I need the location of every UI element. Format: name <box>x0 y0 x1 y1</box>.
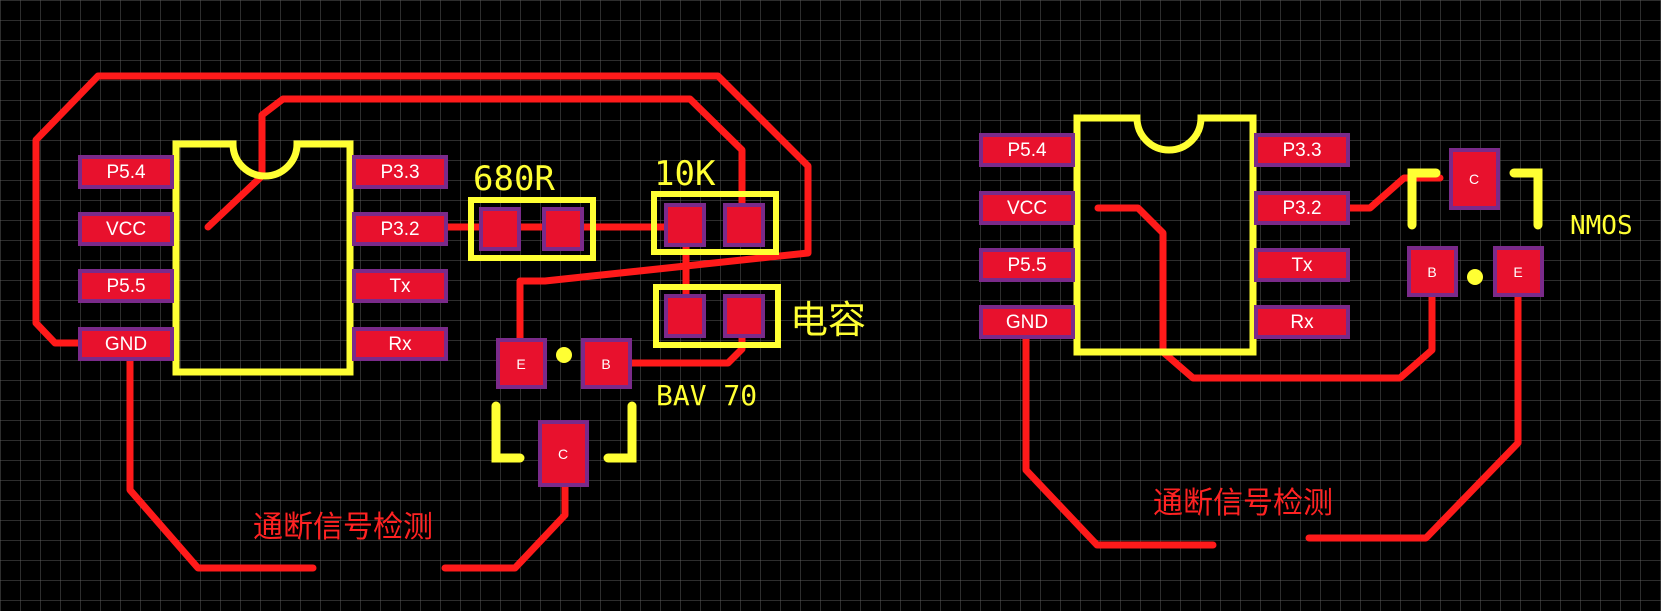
resistor2-pad-2[interactable] <box>723 203 765 247</box>
pad-e[interactable] <box>496 338 547 389</box>
pin-label: P3.2 <box>380 219 419 240</box>
silk-bracket-right <box>603 401 637 463</box>
pin-label: P5.4 <box>106 162 146 183</box>
pad-c[interactable] <box>538 420 589 487</box>
right-board: P5.4 VCC P5.5 GND P3.3 P3.2 <box>979 114 1633 549</box>
right-chip-pin-4[interactable]: GND <box>979 305 1075 339</box>
capacitor-pad-1[interactable] <box>664 294 706 338</box>
pin-label: Rx <box>1290 312 1314 333</box>
pad-e[interactable] <box>1493 246 1544 297</box>
right-traces <box>1022 174 1522 549</box>
pin1-marker <box>556 347 572 363</box>
left-chip-pin-3[interactable]: P5.5 <box>78 269 174 303</box>
nmos-label: NMOS <box>1570 211 1633 241</box>
pin-label: P3.3 <box>1282 140 1321 161</box>
silk-bracket-left <box>1407 168 1441 230</box>
left-chip-outline <box>172 140 354 376</box>
pad-b[interactable] <box>581 338 632 389</box>
silk-bracket-left <box>491 401 525 463</box>
right-chip-pin-8[interactable]: P3.3 <box>1254 133 1350 167</box>
right-chip-pin-6[interactable]: Tx <box>1254 248 1350 282</box>
right-chip: P5.4 VCC P5.5 GND P3.3 P3.2 <box>979 114 1350 356</box>
resistor-label: 680R <box>473 159 555 199</box>
right-chip-pin-5[interactable]: Rx <box>1254 305 1350 339</box>
pin-label: Tx <box>1291 255 1313 276</box>
left-chip-pin-1[interactable]: P5.4 <box>78 155 174 189</box>
left-chip-pin-8[interactable]: P3.3 <box>352 155 448 189</box>
nmos-transistor[interactable]: C B E NMOS <box>1407 148 1633 297</box>
pin-label: P5.5 <box>106 276 145 297</box>
pin-label: GND <box>1006 312 1048 333</box>
pin-label: P5.5 <box>1007 255 1046 276</box>
pin-label: Tx <box>389 276 411 297</box>
resistor2-pad-1[interactable] <box>664 203 706 247</box>
right-chip-outline <box>1073 114 1257 356</box>
pin-label: VCC <box>106 219 146 240</box>
pin-label: P3.3 <box>380 162 419 183</box>
left-chip-pin-7[interactable]: P3.2 <box>352 212 448 246</box>
left-chip-pin-2[interactable]: VCC <box>78 212 174 246</box>
right-chip-pin-3[interactable]: P5.5 <box>979 248 1075 282</box>
left-chip-pin-5[interactable]: Rx <box>352 327 448 361</box>
right-chip-pin-7[interactable]: P3.2 <box>1254 191 1350 225</box>
pad-label: B <box>1427 264 1436 280</box>
pin-label: VCC <box>1007 198 1047 219</box>
pad-label: C <box>558 446 568 462</box>
right-caption: 通断信号检测 <box>1153 486 1333 521</box>
left-chip-pin-4[interactable]: GND <box>78 327 174 361</box>
pad-c[interactable] <box>1449 148 1500 210</box>
diode-label: BAV 70 <box>656 379 757 412</box>
left-caption: 通断信号检测 <box>253 510 433 545</box>
left-chip-pin-6[interactable]: Tx <box>352 269 448 303</box>
resistor2-label: 10K <box>654 154 716 194</box>
pin-label: GND <box>105 334 147 355</box>
pin1-marker <box>1467 269 1483 285</box>
resistor-pad-1[interactable] <box>479 207 521 251</box>
right-chip-pin-2[interactable]: VCC <box>979 191 1075 225</box>
right-chip-pin-1[interactable]: P5.4 <box>979 133 1075 167</box>
pin-label: P5.4 <box>1007 140 1047 161</box>
resistor-680r[interactable]: 680R <box>468 159 596 261</box>
capacitor[interactable]: 电容 <box>653 284 866 348</box>
pin-label: Rx <box>388 334 412 355</box>
pad-label: E <box>516 356 525 372</box>
capacitor-label: 电容 <box>790 298 866 342</box>
resistor-10k[interactable]: 10K <box>651 154 779 255</box>
capacitor-pad-2[interactable] <box>723 294 765 338</box>
left-transistor[interactable]: E B C BAV 70 <box>491 338 757 487</box>
pad-label: E <box>1513 264 1522 280</box>
silk-bracket-right <box>1509 168 1543 230</box>
resistor-pad-2[interactable] <box>542 207 584 251</box>
left-chip: P5.4 VCC P5.5 GND P3.3 P3.2 <box>78 140 448 376</box>
pad-label: B <box>601 356 610 372</box>
pad-b[interactable] <box>1407 246 1458 297</box>
left-board: P5.4 VCC P5.5 GND P3.3 P3.2 <box>32 72 866 572</box>
pin-label: P3.2 <box>1282 198 1321 219</box>
pad-label: C <box>1469 171 1479 187</box>
